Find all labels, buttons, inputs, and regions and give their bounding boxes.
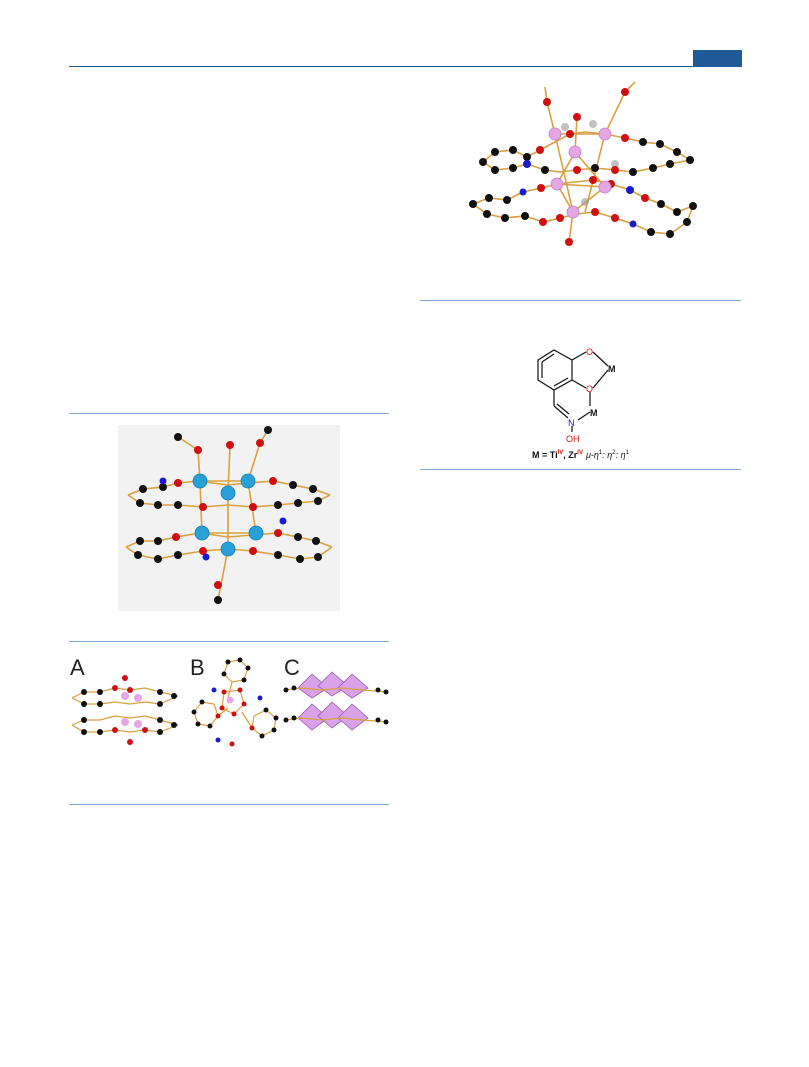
scheme-atom-oh: OH	[566, 434, 580, 444]
panel-label-c: C	[284, 655, 300, 680]
scheme-atom-m1: M	[608, 364, 616, 374]
figure-bottom-rule-left	[69, 641, 389, 642]
scheme-atom-o2: O	[586, 384, 593, 394]
panel-c-structure	[283, 671, 389, 731]
header-rule	[69, 66, 742, 67]
zr-cluster-structure	[125, 426, 333, 604]
figure-abc-bottom-rule	[69, 804, 389, 805]
scheme-atom-n: N	[568, 418, 575, 428]
panel-label-a: A	[70, 655, 85, 680]
panel-label-b: B	[190, 655, 205, 680]
ti-cluster-structure	[469, 81, 697, 246]
figure-right-bottom-rule	[420, 300, 741, 301]
figure-top-rule-left	[69, 413, 389, 414]
scheme-atom-o1: O	[586, 347, 593, 357]
header-accent-tab	[693, 50, 742, 66]
scheme-atom-m2: M	[590, 408, 598, 418]
panel-b-structure	[191, 657, 279, 747]
panel-a-structure	[71, 675, 179, 745]
scheme-bottom-rule	[420, 469, 741, 470]
